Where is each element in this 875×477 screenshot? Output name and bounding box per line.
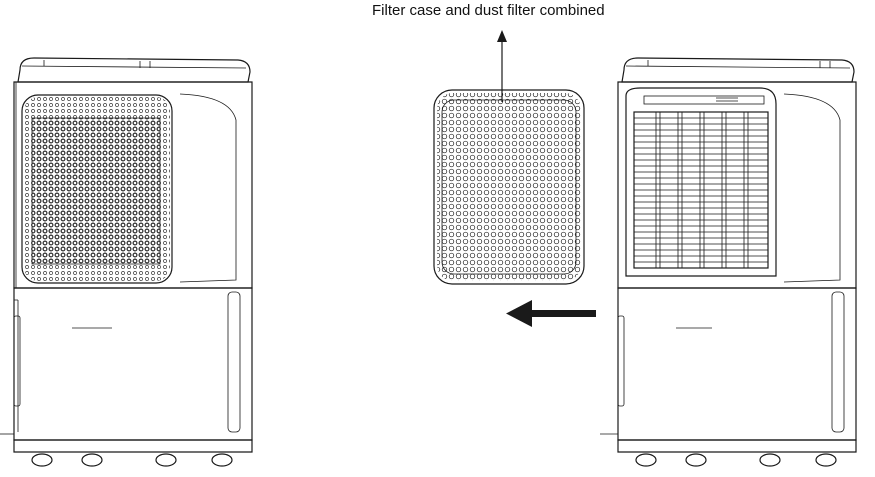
filter-case bbox=[433, 89, 585, 285]
left-unit-wheels bbox=[31, 453, 233, 467]
visible-filter-mesh bbox=[32, 118, 160, 264]
filter-caption: Filter case and dust filter combined bbox=[372, 2, 605, 19]
dehumidifier-left bbox=[0, 57, 253, 467]
dehumidifier-right bbox=[600, 57, 857, 467]
exposed-coil-grid bbox=[633, 111, 769, 269]
right-unit-wheels bbox=[635, 453, 837, 467]
callout-arrow-up bbox=[497, 30, 507, 102]
removal-direction-arrow bbox=[506, 300, 596, 327]
